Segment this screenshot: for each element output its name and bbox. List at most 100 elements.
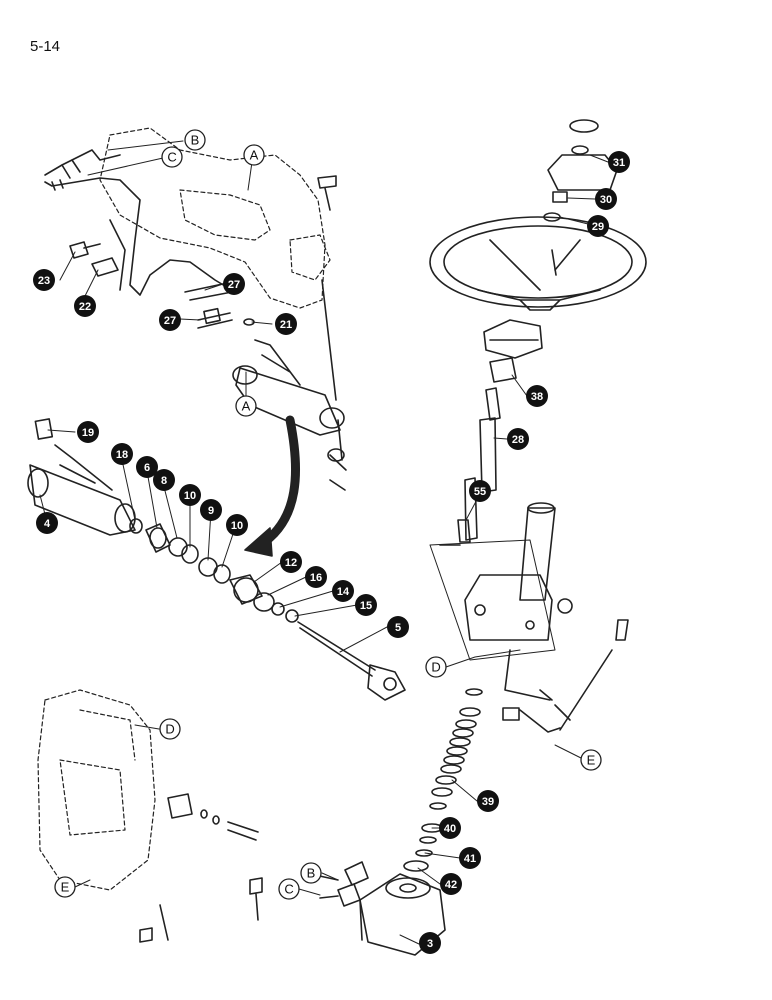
callout-27-b: 27 <box>159 309 181 331</box>
callout-D-2: D <box>159 718 181 740</box>
clip-22 <box>91 257 119 277</box>
svg-text:40: 40 <box>444 823 456 835</box>
callout-18: 18 <box>111 443 133 465</box>
leader-lines <box>39 140 609 945</box>
svg-text:10: 10 <box>184 490 196 502</box>
callout-22: 22 <box>74 295 96 317</box>
spring-stack <box>403 688 483 872</box>
svg-text:22: 22 <box>79 301 91 313</box>
svg-text:C: C <box>167 150 176 165</box>
callout-55: 55 <box>469 480 491 502</box>
callout-30: 30 <box>595 188 617 210</box>
callout-8: 8 <box>153 469 175 491</box>
callout-9: 9 <box>200 499 222 521</box>
bolt-23 <box>69 241 101 259</box>
callout-42: 42 <box>440 873 462 895</box>
svg-text:30: 30 <box>600 194 612 206</box>
callout-21: 21 <box>275 313 297 335</box>
svg-text:4: 4 <box>44 518 51 530</box>
svg-text:19: 19 <box>82 427 94 439</box>
callout-5: 5 <box>387 616 409 638</box>
callout-E-2: E <box>54 876 76 898</box>
svg-text:27: 27 <box>228 279 240 291</box>
lever-e <box>502 598 629 733</box>
callout-41: 41 <box>459 847 481 869</box>
svg-text:C: C <box>284 882 293 897</box>
svg-text:31: 31 <box>613 157 625 169</box>
callout-19: 19 <box>77 421 99 443</box>
callout-12: 12 <box>280 551 302 573</box>
svg-text:41: 41 <box>464 853 476 865</box>
callout-40: 40 <box>439 817 461 839</box>
svg-text:A: A <box>242 399 251 414</box>
callout-D-1: D <box>425 656 447 678</box>
column-bracket <box>429 539 556 701</box>
svg-text:D: D <box>165 722 174 737</box>
svg-text:E: E <box>587 753 596 768</box>
svg-text:15: 15 <box>360 600 372 612</box>
svg-text:39: 39 <box>482 796 494 808</box>
hose-c <box>44 177 236 296</box>
callout-B-2: B <box>300 862 322 884</box>
column-tube <box>519 502 556 601</box>
svg-text:3: 3 <box>427 938 433 950</box>
callout-38: 38 <box>526 385 548 407</box>
svg-text:55: 55 <box>474 486 486 498</box>
callout-39: 39 <box>477 790 499 812</box>
callout-10-b: 10 <box>226 514 248 536</box>
svg-text:12: 12 <box>285 557 297 569</box>
callout-27-a: 27 <box>223 273 245 295</box>
svg-text:10: 10 <box>231 520 243 532</box>
svg-text:29: 29 <box>592 221 604 233</box>
svg-text:27: 27 <box>164 315 176 327</box>
housing-fittings <box>139 793 263 943</box>
pin-top <box>317 175 337 211</box>
hose-b <box>44 149 121 179</box>
callout-6: 6 <box>136 456 158 478</box>
svg-text:9: 9 <box>208 505 214 517</box>
svg-text:38: 38 <box>531 391 543 403</box>
callout-15: 15 <box>355 594 377 616</box>
callout-23: 23 <box>33 269 55 291</box>
svg-text:B: B <box>191 133 200 148</box>
dashed-housing-d <box>37 689 156 891</box>
tie-rod-5 <box>297 621 406 701</box>
svg-text:5: 5 <box>395 622 401 634</box>
steering-wheel <box>429 216 647 311</box>
callout-C-1: C <box>161 146 183 168</box>
cylinder-4 <box>27 418 136 536</box>
hub-parts <box>483 319 543 421</box>
svg-text:B: B <box>307 866 316 881</box>
svg-text:E: E <box>61 880 70 895</box>
svg-text:6: 6 <box>144 462 150 474</box>
svg-text:42: 42 <box>445 879 457 891</box>
bolt-55 <box>457 519 471 543</box>
callout-31: 31 <box>608 151 630 173</box>
callout-14: 14 <box>332 580 354 602</box>
callout-28: 28 <box>507 428 529 450</box>
svg-text:8: 8 <box>161 475 167 487</box>
callout-29: 29 <box>587 215 609 237</box>
svg-text:18: 18 <box>116 449 128 461</box>
callout-A-1: A <box>243 144 265 166</box>
callout-10-a: 10 <box>179 484 201 506</box>
dashed-axle-frame <box>99 127 331 309</box>
callout-16: 16 <box>305 566 327 588</box>
callout-B-1: B <box>184 129 206 151</box>
callout-4: 4 <box>36 512 58 534</box>
steering-pump-3 <box>314 861 446 956</box>
page-number: 5-14 <box>30 38 61 55</box>
callout-E-1: E <box>580 749 602 771</box>
cylinder-a <box>232 279 347 491</box>
svg-text:D: D <box>431 660 440 675</box>
svg-text:21: 21 <box>280 319 292 331</box>
svg-text:23: 23 <box>38 275 50 287</box>
callout-A-2: A <box>235 395 257 417</box>
callout-C-2: C <box>278 878 300 900</box>
svg-text:16: 16 <box>310 572 322 584</box>
callout-3: 3 <box>419 932 441 954</box>
svg-text:14: 14 <box>337 586 350 598</box>
direction-arrow <box>244 415 301 557</box>
svg-text:28: 28 <box>512 434 524 446</box>
